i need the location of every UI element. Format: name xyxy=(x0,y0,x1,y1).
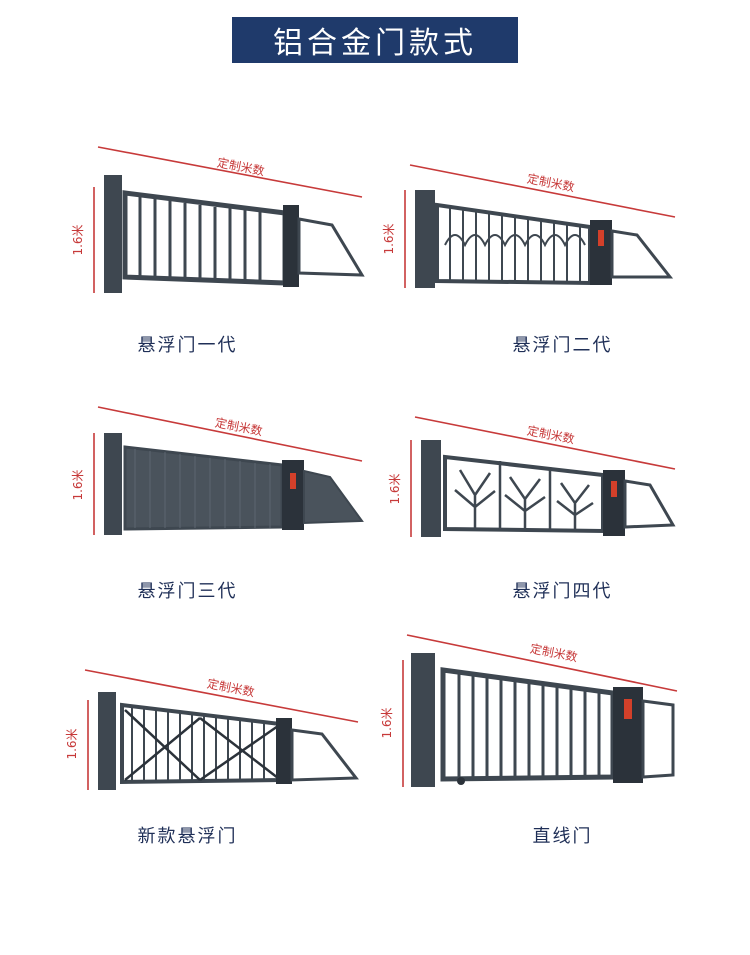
gate-card-4: 定制米数 1.6米 悬浮门四代 xyxy=(375,395,750,690)
gate-caption: 悬浮门三代 xyxy=(137,581,238,602)
gate-caption: 悬浮门二代 xyxy=(512,335,613,356)
tree-pattern xyxy=(454,461,594,531)
motor-post xyxy=(590,220,612,285)
panel-slats xyxy=(134,449,271,528)
gate-bars xyxy=(138,197,262,282)
gate-illustration-cross: 定制米数 1.6米 xyxy=(65,669,359,790)
gate-bars xyxy=(449,207,581,283)
width-dimension-label: 定制米数 xyxy=(214,415,264,439)
motor-post xyxy=(282,460,304,530)
page-title: 铝合金门款式 xyxy=(273,26,477,61)
gate-caption: 新款悬浮门 xyxy=(137,826,238,847)
height-dimension-label: 1.6米 xyxy=(71,469,85,500)
led-display xyxy=(611,481,617,497)
gate-card-3: 定制米数 1.6米 悬浮门三代 xyxy=(0,395,375,690)
gate-card-5: 定制米数 1.6米 新款悬浮门 xyxy=(0,660,375,955)
width-dimension-label: 定制米数 xyxy=(526,423,576,447)
gate-post-left xyxy=(104,433,122,535)
gate-post-left xyxy=(98,692,116,790)
gate-wheel xyxy=(457,777,465,785)
height-dimension-label: 1.6米 xyxy=(71,224,85,255)
gate-tail xyxy=(297,217,365,277)
height-dimension-label: 1.6米 xyxy=(382,223,396,254)
width-dimension-line xyxy=(97,146,363,198)
motor-post xyxy=(283,205,299,287)
gate-card-2: 定制米数 1.6米 悬浮门二代 xyxy=(375,135,750,430)
height-dimension-label: 1.6米 xyxy=(65,728,79,759)
gate-illustration-bars: 定制米数 1.6米 xyxy=(71,146,365,293)
width-dimension-line xyxy=(97,406,363,462)
gate-illustration-straight: 定制米数 1.6米 xyxy=(380,634,678,787)
height-dimension-label: 1.6米 xyxy=(388,473,402,504)
gate-tail xyxy=(303,469,364,525)
gate-card-1: 定制米数 1.6米 悬浮门一代 xyxy=(0,135,375,430)
gate-tail xyxy=(290,728,359,782)
motor-post xyxy=(276,718,292,784)
gate-tail xyxy=(641,699,675,779)
gate-illustration-ornamental: 定制米数 1.6米 xyxy=(382,164,676,288)
width-dimension-line xyxy=(414,416,676,470)
width-dimension-label: 定制米数 xyxy=(216,155,266,179)
gate-bars xyxy=(457,673,601,778)
width-dimension-line xyxy=(84,669,359,723)
width-dimension-label: 定制米数 xyxy=(206,676,256,700)
gate-caption: 直线门 xyxy=(532,826,593,847)
gate-post-left xyxy=(411,653,435,787)
gate-caption: 悬浮门四代 xyxy=(512,581,613,602)
cross-braces xyxy=(124,709,279,782)
ornament-pattern xyxy=(444,234,586,248)
width-dimension-label: 定制米数 xyxy=(526,171,576,195)
gate-solid-panel xyxy=(123,445,284,531)
gate-card-6: 定制米数 1.6米 直线门 xyxy=(375,615,750,910)
width-dimension-line xyxy=(409,164,676,218)
gate-post-left xyxy=(421,440,441,537)
gate-illustration-solid: 定制米数 1.6米 xyxy=(71,406,364,535)
width-dimension-label: 定制米数 xyxy=(529,641,579,665)
height-dimension-label: 1.6米 xyxy=(380,707,394,738)
led-display xyxy=(290,473,296,489)
led-display xyxy=(624,699,632,719)
gate-tail xyxy=(610,229,674,279)
width-dimension-line xyxy=(406,634,678,692)
gate-frame xyxy=(120,702,282,785)
motor-post xyxy=(603,470,625,536)
led-display xyxy=(598,230,604,246)
gate-tail xyxy=(623,479,676,529)
gate-post-left xyxy=(104,175,122,293)
gate-post-left xyxy=(415,190,435,288)
gate-caption: 悬浮门一代 xyxy=(137,335,238,356)
title-banner: 铝合金门款式 xyxy=(232,17,518,63)
gate-illustration-tree: 定制米数 1.6米 xyxy=(388,416,676,537)
